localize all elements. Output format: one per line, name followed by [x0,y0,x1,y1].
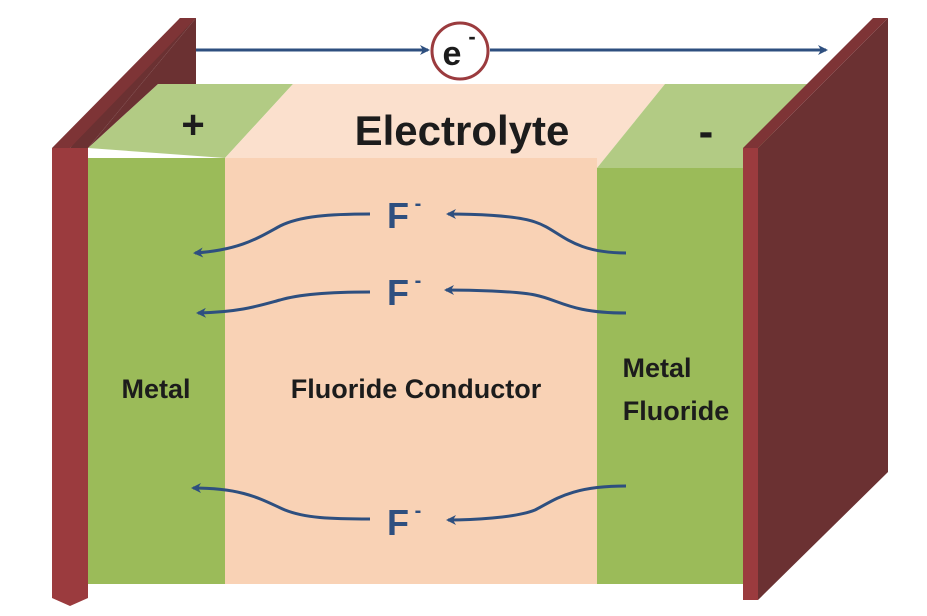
ion-flow-arrow-1-right [446,209,627,255]
fluoride-ion-3: F [387,502,409,543]
fluoride-ion-3-charge: - [415,500,422,522]
fluoride-ion-2-charge: - [415,270,422,292]
electron-charge: - [468,24,475,49]
fluoride-ion-1-charge: - [415,193,422,215]
fluoride-conductor-region [225,158,597,584]
positive-terminal-label: + [181,103,204,147]
electrolyte-label: Electrolyte [355,107,570,154]
left-electrode-front [52,148,88,606]
right-electrode-front [743,148,758,600]
right-electrode-top [743,18,888,148]
fluoride-ion-1: F [387,195,409,236]
ion-flow-arrow-2-left [196,290,371,318]
left-electrode-back [88,18,196,148]
metal-fluoride-label-line2: Fluoride [623,396,730,426]
metal-label: Metal [121,374,190,404]
electron-circle [430,21,490,81]
electron-symbol: e [443,35,462,73]
metal-top-face [88,84,293,158]
ion-flow-arrow-3-right [446,484,627,525]
fluoride-conductor-label: Fluoride Conductor [291,374,542,404]
right-electrode-side [758,18,888,600]
ion-flow-arrow-2-right [444,285,627,315]
electrolyte-top-face [225,84,665,168]
ion-flow-arrow-3-left [191,483,371,521]
ion-flow-arrow-1-left [193,212,371,258]
fluoride-ion-2: F [387,272,409,313]
left-electrode-top [52,18,196,148]
negative-terminal-label: - [699,107,714,156]
metal-fluoride-region [597,168,743,584]
metal-fluoride-label-line1: Metal [622,353,691,383]
metal-region [88,158,225,584]
